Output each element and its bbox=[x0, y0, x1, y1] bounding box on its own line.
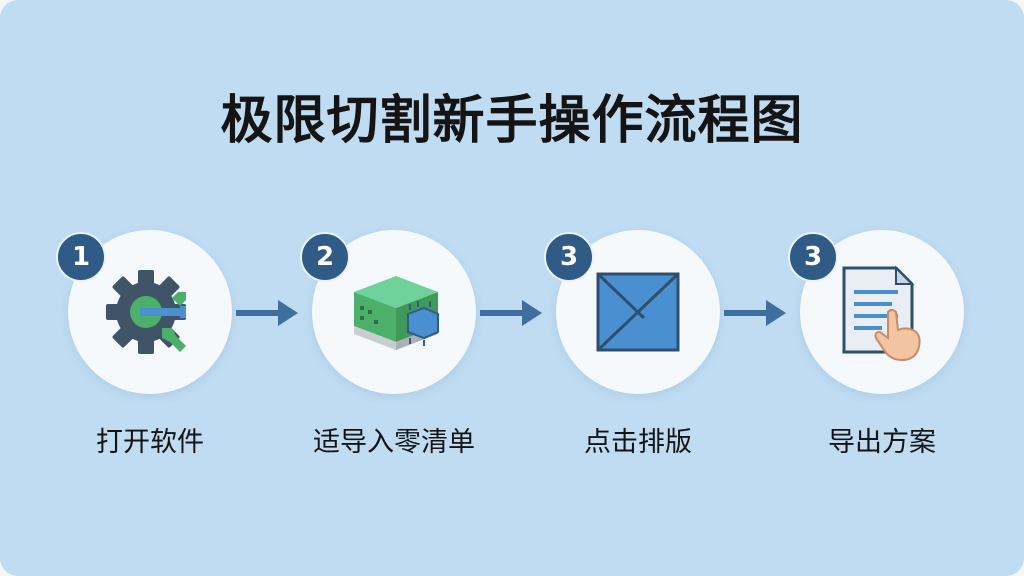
gear-wrench-icon bbox=[106, 270, 186, 354]
arrow-right-icon bbox=[480, 300, 542, 326]
step-4: 3 bbox=[788, 230, 964, 394]
arrow-right-icon bbox=[724, 300, 786, 326]
step-2-label: 适导入零清单 bbox=[313, 427, 475, 458]
step-number-badge: 2 bbox=[300, 232, 350, 282]
page-title: 极限切割新手操作流程图 bbox=[220, 91, 804, 151]
step-3-label: 点击排版 bbox=[584, 427, 692, 458]
circuit-board-icon bbox=[354, 276, 439, 350]
document-hand-icon bbox=[842, 265, 921, 362]
layout-sheet-icon bbox=[596, 272, 680, 352]
step-3: 3 bbox=[544, 230, 720, 394]
step-4-label: 导出方案 bbox=[828, 427, 936, 458]
step-number-badge: 3 bbox=[788, 232, 838, 282]
arrow-right-icon bbox=[236, 300, 298, 326]
step-2: 2 bbox=[300, 230, 476, 394]
step-1-label: 打开软件 bbox=[96, 427, 204, 458]
step-number-badge: 3 bbox=[544, 232, 594, 282]
step-1: 1 bbox=[56, 230, 232, 394]
step-number-badge: 1 bbox=[56, 232, 106, 282]
